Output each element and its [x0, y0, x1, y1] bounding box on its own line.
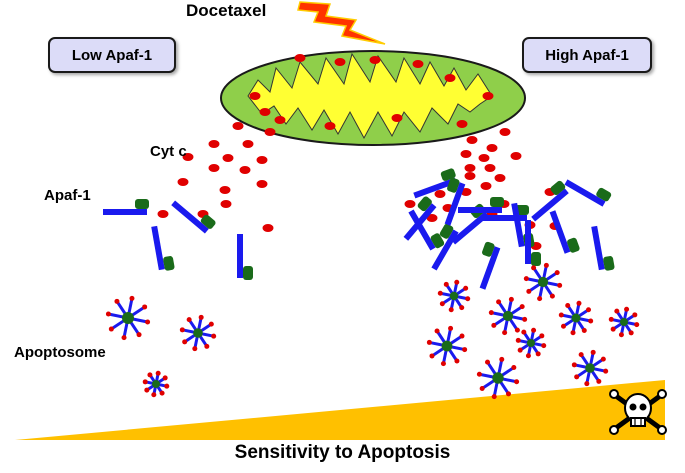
- cytc-molecule: [222, 154, 234, 162]
- cytc-molecule: [182, 153, 194, 161]
- cytc-molecule: [499, 128, 511, 136]
- apaf1-label: Apaf-1: [44, 187, 91, 204]
- cytc-molecule: [484, 164, 496, 172]
- apaf1-monomer: [564, 179, 612, 207]
- apaf1-monomer: [458, 197, 504, 213]
- apaf1-monomer: [408, 209, 445, 251]
- cytc-molecule: [324, 122, 336, 130]
- apaf1-monomer: [525, 220, 541, 266]
- apoptosome: [608, 306, 640, 338]
- cytc-molecule: [239, 166, 251, 174]
- cytc-molecule: [494, 174, 506, 182]
- cytc-molecule: [434, 190, 446, 198]
- cytc-molecule: [177, 178, 189, 186]
- cytc-molecule: [480, 182, 492, 190]
- apoptosome: [426, 325, 468, 367]
- cytc-molecule: [274, 116, 286, 124]
- cytc-molecule: [220, 200, 232, 208]
- apoptosome: [142, 370, 170, 398]
- drug-label: Docetaxel: [186, 1, 267, 20]
- cytc-molecule: [232, 122, 244, 130]
- apoptosome: [105, 295, 151, 341]
- cytc-molecule: [249, 92, 261, 100]
- cytc-molecule: [486, 144, 498, 152]
- cytc-molecule: [412, 60, 424, 68]
- lightning-bolt-icon: [297, 1, 386, 45]
- cytc-molecule: [256, 156, 268, 164]
- cytc-molecule: [510, 152, 522, 160]
- cytc-molecule: [456, 120, 468, 128]
- apaf1-monomer: [103, 199, 149, 215]
- skull-crossbones-icon: [609, 389, 667, 435]
- apaf1-monomer: [531, 180, 569, 222]
- apaf1-monomer: [171, 200, 216, 234]
- cytc-molecule: [208, 140, 220, 148]
- apoptosome: [571, 349, 609, 387]
- cytc-molecule: [444, 74, 456, 82]
- cytc-molecule: [334, 58, 346, 66]
- high-apaf-box: High Apaf-1: [522, 37, 652, 73]
- apoptosome: [558, 300, 594, 336]
- cytc-label: Cyt c: [150, 143, 187, 160]
- apaf1-monomers: [103, 168, 615, 290]
- cytc-molecule: [259, 108, 271, 116]
- apoptosome: [523, 262, 563, 302]
- cytc-molecule: [464, 172, 476, 180]
- cytc-molecule: [404, 200, 416, 208]
- low-apaf-box: Low Apaf-1: [48, 37, 176, 73]
- cytc-molecule: [157, 210, 169, 218]
- apaf1-monomer: [591, 225, 615, 271]
- cytc-molecule: [242, 140, 254, 148]
- apaf1-monomer: [151, 225, 175, 271]
- cytc-molecule: [256, 180, 268, 188]
- cytc-molecule: [391, 114, 403, 122]
- cytc-molecule: [264, 128, 276, 136]
- cytc-molecule: [464, 164, 476, 172]
- cytc-molecule: [262, 224, 274, 232]
- cytc-molecule: [369, 56, 381, 64]
- cytc-molecule: [208, 164, 220, 172]
- apoptosome: [476, 356, 520, 400]
- cytc-molecule: [294, 54, 306, 62]
- cytc-molecule: [482, 92, 494, 100]
- apaf1-monomer: [413, 168, 457, 199]
- cytc-molecule: [478, 154, 490, 162]
- cytc-molecule: [460, 150, 472, 158]
- apaf1-monomer: [479, 241, 501, 290]
- apaf1-monomer: [237, 234, 253, 280]
- high-apaf-label: High Apaf-1: [545, 46, 629, 64]
- apoptosome: [515, 327, 547, 359]
- apoptosome: [488, 296, 528, 336]
- apaf1-monomer: [444, 177, 466, 226]
- apoptosome-label: Apoptosome: [14, 344, 106, 361]
- apoptosome: [179, 314, 217, 352]
- apoptosome: [437, 279, 471, 313]
- low-apaf-label: Low Apaf-1: [71, 46, 153, 64]
- cytc-molecule: [426, 214, 438, 222]
- apoptosomes: [105, 262, 640, 400]
- apaf1-monomer: [549, 210, 580, 254]
- sensitivity-axis-label: Sensitivity to Apoptosis: [234, 442, 451, 463]
- sensitivity-wedge: [15, 380, 665, 440]
- cytc-molecule: [219, 186, 231, 194]
- mitochondrion-cristae: [247, 52, 493, 140]
- cytc-molecule: [466, 136, 478, 144]
